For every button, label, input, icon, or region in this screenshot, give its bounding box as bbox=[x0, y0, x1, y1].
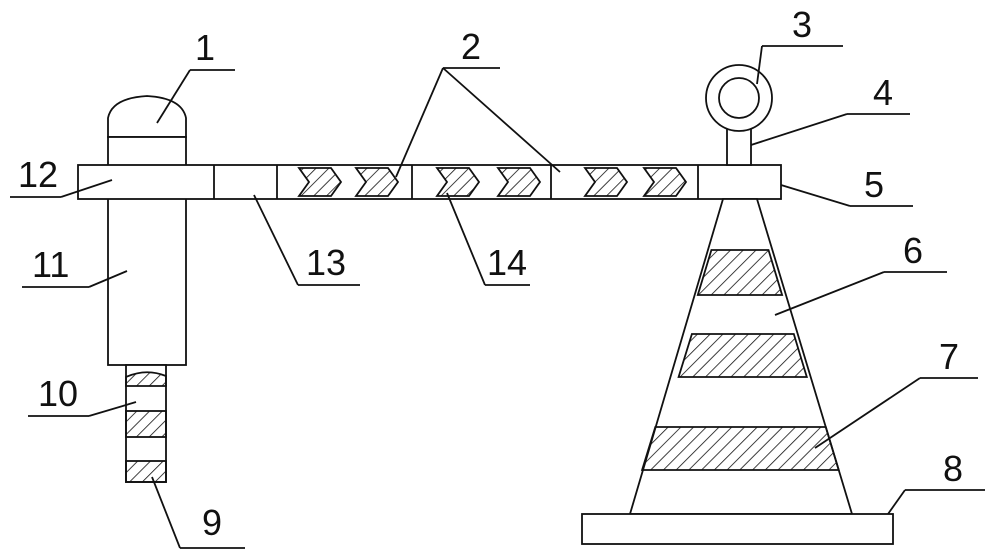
dome-cap bbox=[107, 95, 187, 138]
chevron bbox=[642, 167, 688, 197]
label-7: 7 bbox=[939, 336, 959, 377]
label-6: 6 bbox=[903, 230, 923, 271]
cone-band-1 bbox=[696, 249, 784, 296]
chevron bbox=[435, 167, 481, 197]
label-12: 12 bbox=[18, 154, 58, 195]
label-4: 4 bbox=[873, 72, 893, 113]
bar-chevrons bbox=[297, 167, 688, 197]
chevron bbox=[496, 167, 542, 197]
chevron bbox=[583, 167, 629, 197]
label-14: 14 bbox=[487, 242, 527, 283]
shaft-hatch-mid bbox=[125, 410, 167, 438]
base-plate bbox=[581, 513, 894, 545]
shaft-hatch-top bbox=[125, 371, 167, 387]
cone-band-3 bbox=[640, 426, 840, 471]
label-10: 10 bbox=[38, 373, 78, 414]
label-8: 8 bbox=[943, 448, 963, 489]
label-1: 1 bbox=[195, 27, 215, 68]
label-2: 2 bbox=[461, 26, 481, 67]
shaft-hatch-bottom bbox=[125, 460, 167, 483]
leader-lines bbox=[10, 45, 985, 549]
ring-inner bbox=[718, 77, 760, 119]
label-3: 3 bbox=[792, 4, 812, 45]
label-11: 11 bbox=[32, 244, 69, 285]
cone-band-2 bbox=[677, 333, 809, 378]
label-9: 9 bbox=[202, 502, 222, 543]
chevron bbox=[297, 167, 343, 197]
label-5: 5 bbox=[864, 164, 884, 205]
label-13: 13 bbox=[306, 242, 346, 283]
chevron bbox=[354, 167, 400, 197]
